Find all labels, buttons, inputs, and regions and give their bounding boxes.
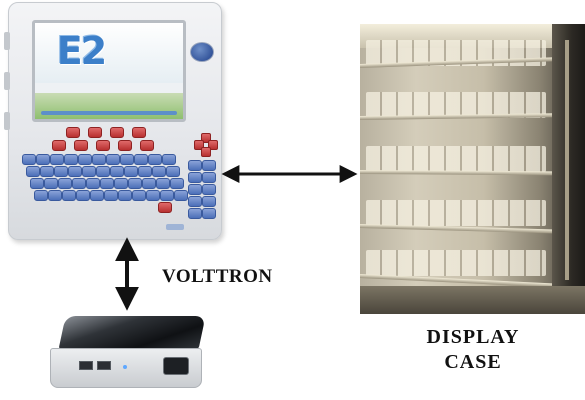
keypad-key [34, 190, 48, 201]
keypad-key [170, 178, 184, 189]
keypad-key [54, 166, 68, 177]
ir-port-icon [163, 357, 189, 375]
keypad-key [114, 178, 128, 189]
keypad-key [44, 178, 58, 189]
controller-dpad-icon [194, 133, 218, 157]
keypad-key [188, 160, 202, 171]
volttron-label: VOLTTRON [162, 266, 273, 287]
keypad-key [82, 166, 96, 177]
usb-port-icon [97, 361, 111, 370]
controller-side-slot [4, 72, 10, 90]
brand-badge-icon [190, 42, 214, 62]
keypad-key [142, 178, 156, 189]
keypad-key [96, 140, 110, 151]
keypad-key [132, 190, 146, 201]
keypad-key [118, 140, 132, 151]
keypad-key [22, 154, 36, 165]
keypad-key [92, 154, 106, 165]
display-case-products [366, 250, 546, 276]
keypad-key [118, 190, 132, 201]
keypad-key [26, 166, 40, 177]
keypad-key [90, 190, 104, 201]
keypad-key [156, 178, 170, 189]
keypad-key [132, 127, 146, 138]
keypad-key [72, 178, 86, 189]
keypad-key [188, 208, 202, 219]
display-case-label-line1: DISPLAY [426, 326, 520, 348]
usb-port-icon [79, 361, 93, 370]
display-case-pillar-light [565, 40, 569, 280]
keypad-key [52, 140, 66, 151]
display-case-products [366, 146, 546, 172]
keypad-key [36, 154, 50, 165]
keypad-key [120, 154, 134, 165]
keypad-key [78, 154, 92, 165]
display-case-products [366, 200, 546, 226]
e2-controller: E2 [4, 2, 222, 240]
keypad-key [68, 166, 82, 177]
keypad-key [166, 166, 180, 177]
keypad-key [202, 160, 216, 171]
keypad-key [174, 190, 188, 201]
keypad-key [134, 154, 148, 165]
keypad-key [76, 190, 90, 201]
keypad-key [64, 154, 78, 165]
controller-brand-mark [166, 224, 184, 230]
keypad-key [148, 154, 162, 165]
display-case-photo [360, 24, 585, 314]
keypad-key [66, 127, 80, 138]
keypad-key [124, 166, 138, 177]
keypad-key [110, 127, 124, 138]
keypad-key [88, 127, 102, 138]
keypad-key [58, 178, 72, 189]
keypad-key [40, 166, 54, 177]
keypad-key [160, 190, 174, 201]
keypad-key [188, 172, 202, 183]
keypad-key [128, 178, 142, 189]
keypad-key [30, 178, 44, 189]
keypad-key [104, 190, 118, 201]
keypad-key [96, 166, 110, 177]
keypad-key [158, 202, 172, 213]
keypad-key [138, 166, 152, 177]
keypad-key [152, 166, 166, 177]
keypad-key [162, 154, 176, 165]
keypad-key [106, 154, 120, 165]
display-case-label-line2: CASE [444, 351, 502, 373]
e2-logo: E2 [56, 29, 107, 73]
keypad-key [146, 190, 160, 201]
keypad-key [202, 196, 216, 207]
keypad-key [100, 178, 114, 189]
keypad-key [50, 154, 64, 165]
controller-side-slot [4, 32, 10, 50]
keypad-key [48, 190, 62, 201]
power-led-icon [123, 365, 127, 369]
keypad-key [74, 140, 88, 151]
display-case-floor [360, 286, 585, 314]
keypad-key [110, 166, 124, 177]
mini-pc-device [40, 310, 215, 395]
keypad-key [62, 190, 76, 201]
keypad-key [188, 184, 202, 195]
keypad-key [86, 178, 100, 189]
keypad-key [202, 172, 216, 183]
mini-pc-front [50, 348, 202, 388]
keypad-key [202, 208, 216, 219]
screen-background [35, 23, 183, 83]
screen-bar [41, 111, 177, 115]
display-case-label: DISPLAY CASE [398, 325, 548, 375]
keypad-key [188, 196, 202, 207]
keypad-key [140, 140, 154, 151]
controller-screen [32, 20, 186, 122]
keypad-key [202, 184, 216, 195]
controller-side-slot [4, 112, 10, 130]
